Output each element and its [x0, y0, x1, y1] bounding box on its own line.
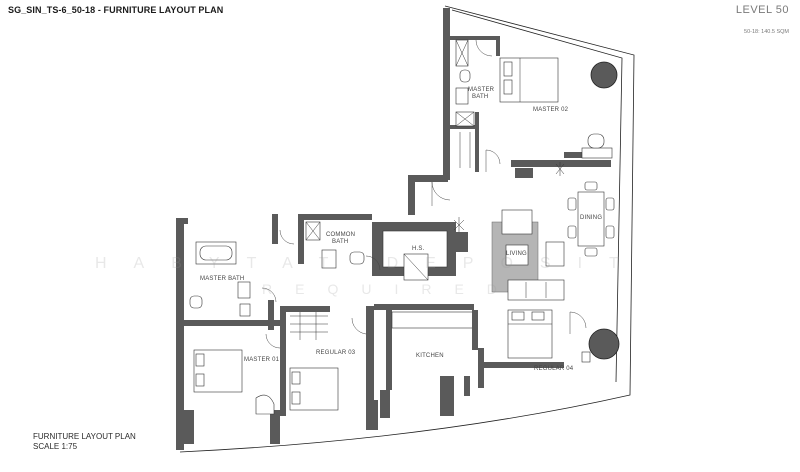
side-chair — [545, 241, 565, 267]
wall-segment — [464, 376, 470, 396]
wall-segment — [268, 300, 274, 330]
basin — [239, 303, 251, 317]
wall-segment — [182, 410, 194, 444]
plant-icon — [453, 217, 465, 233]
kitchen-counter — [391, 311, 477, 329]
wall-segment — [443, 8, 450, 180]
wall-segment — [450, 36, 500, 40]
wall-segment — [450, 125, 475, 129]
wall-segment — [484, 362, 564, 368]
wall-segment — [564, 152, 582, 158]
wall-segment — [515, 168, 533, 178]
dining-chair — [567, 225, 577, 239]
dining-table — [577, 191, 605, 247]
wall-segment — [286, 306, 330, 312]
wall-segment — [511, 160, 611, 167]
document-title: SG_SIN_TS-6_50-18 - FURNITURE LAYOUT PLA… — [8, 5, 224, 15]
wall-segment — [366, 306, 374, 406]
wall-segment — [454, 232, 468, 252]
facade-outline — [179, 5, 635, 453]
vanity — [321, 249, 337, 269]
armchair — [255, 394, 275, 415]
vanity — [237, 281, 251, 299]
wall-segment — [272, 214, 278, 244]
watermark-line-2: REQUIRED — [262, 281, 520, 297]
wall-segment — [176, 218, 184, 450]
kitchen-island — [440, 376, 454, 416]
desk — [581, 147, 613, 159]
room-label-master-01: MASTER 01 — [244, 357, 280, 363]
room-label-hs: H.S. — [412, 246, 425, 252]
plan-scale: SCALE 1:75 — [33, 442, 78, 451]
wall-segment — [374, 304, 474, 310]
desk-chair — [587, 133, 605, 149]
wall-segment — [478, 348, 484, 388]
wall-segment — [176, 218, 188, 224]
wall-segment — [184, 320, 280, 326]
wall-segment — [408, 175, 415, 215]
room-label-master-bath-top-2: BATH — [472, 94, 488, 100]
bathtub-basin — [199, 245, 233, 261]
armchair — [501, 209, 533, 235]
wall-segment — [280, 306, 286, 416]
pillow — [503, 79, 513, 95]
toilet — [459, 69, 471, 83]
pillow — [291, 371, 301, 385]
wall-segment — [366, 400, 378, 430]
plan-name: FURNITURE LAYOUT PLAN — [33, 432, 136, 441]
room-label-living: LIVING — [506, 251, 527, 257]
dining-chair — [605, 197, 615, 211]
wall-segment — [472, 310, 478, 350]
round-chair — [590, 61, 618, 89]
room-label-regular-03: REGULAR 03 — [316, 350, 356, 356]
area-note: 50-18: 140.5 SQM — [744, 29, 789, 35]
vanity — [455, 87, 469, 105]
round-chair — [588, 328, 620, 360]
wall-segment — [475, 112, 479, 172]
room-label-dining: DINING — [580, 215, 602, 221]
level-label: LEVEL 50 — [735, 4, 789, 16]
wall-segment — [380, 390, 390, 418]
dining-chair — [567, 197, 577, 211]
pillow — [511, 311, 525, 321]
wall-segment — [408, 175, 448, 182]
plan-caption: FURNITURE LAYOUT PLAN SCALE 1:75 — [33, 432, 136, 452]
plant-icon — [555, 162, 565, 176]
room-label-master-02: MASTER 02 — [533, 107, 569, 113]
pillow — [195, 373, 205, 387]
sofa — [507, 279, 565, 301]
facade-inner-line — [451, 9, 623, 383]
dining-chair — [605, 225, 615, 239]
toilet — [349, 251, 365, 265]
room-label-master-bath-top: MASTER — [468, 87, 495, 93]
pillow — [531, 311, 545, 321]
side-table — [581, 351, 591, 363]
room-label-common-bath-2: BATH — [332, 239, 348, 245]
room-label-kitchen: KITCHEN — [416, 353, 444, 359]
toilet — [189, 295, 203, 309]
dining-chair — [584, 247, 598, 257]
coffee-table — [505, 244, 529, 266]
wall-segment — [298, 214, 372, 220]
watermark-line-1: HABYTAT DEPOSIT — [95, 255, 646, 272]
dining-chair — [584, 181, 598, 191]
pillow — [503, 61, 513, 77]
wall-segment — [496, 36, 500, 56]
wall-segment — [386, 310, 392, 390]
room-label-common-bath: COMMON — [326, 232, 355, 238]
pillow — [195, 353, 205, 367]
room-label-master-bath-left: MASTER BATH — [200, 276, 244, 282]
room-label-regular-04: REGULAR 04 — [534, 366, 574, 372]
wall-segment — [298, 214, 304, 264]
wall-segment — [270, 410, 280, 444]
pillow — [291, 391, 301, 405]
